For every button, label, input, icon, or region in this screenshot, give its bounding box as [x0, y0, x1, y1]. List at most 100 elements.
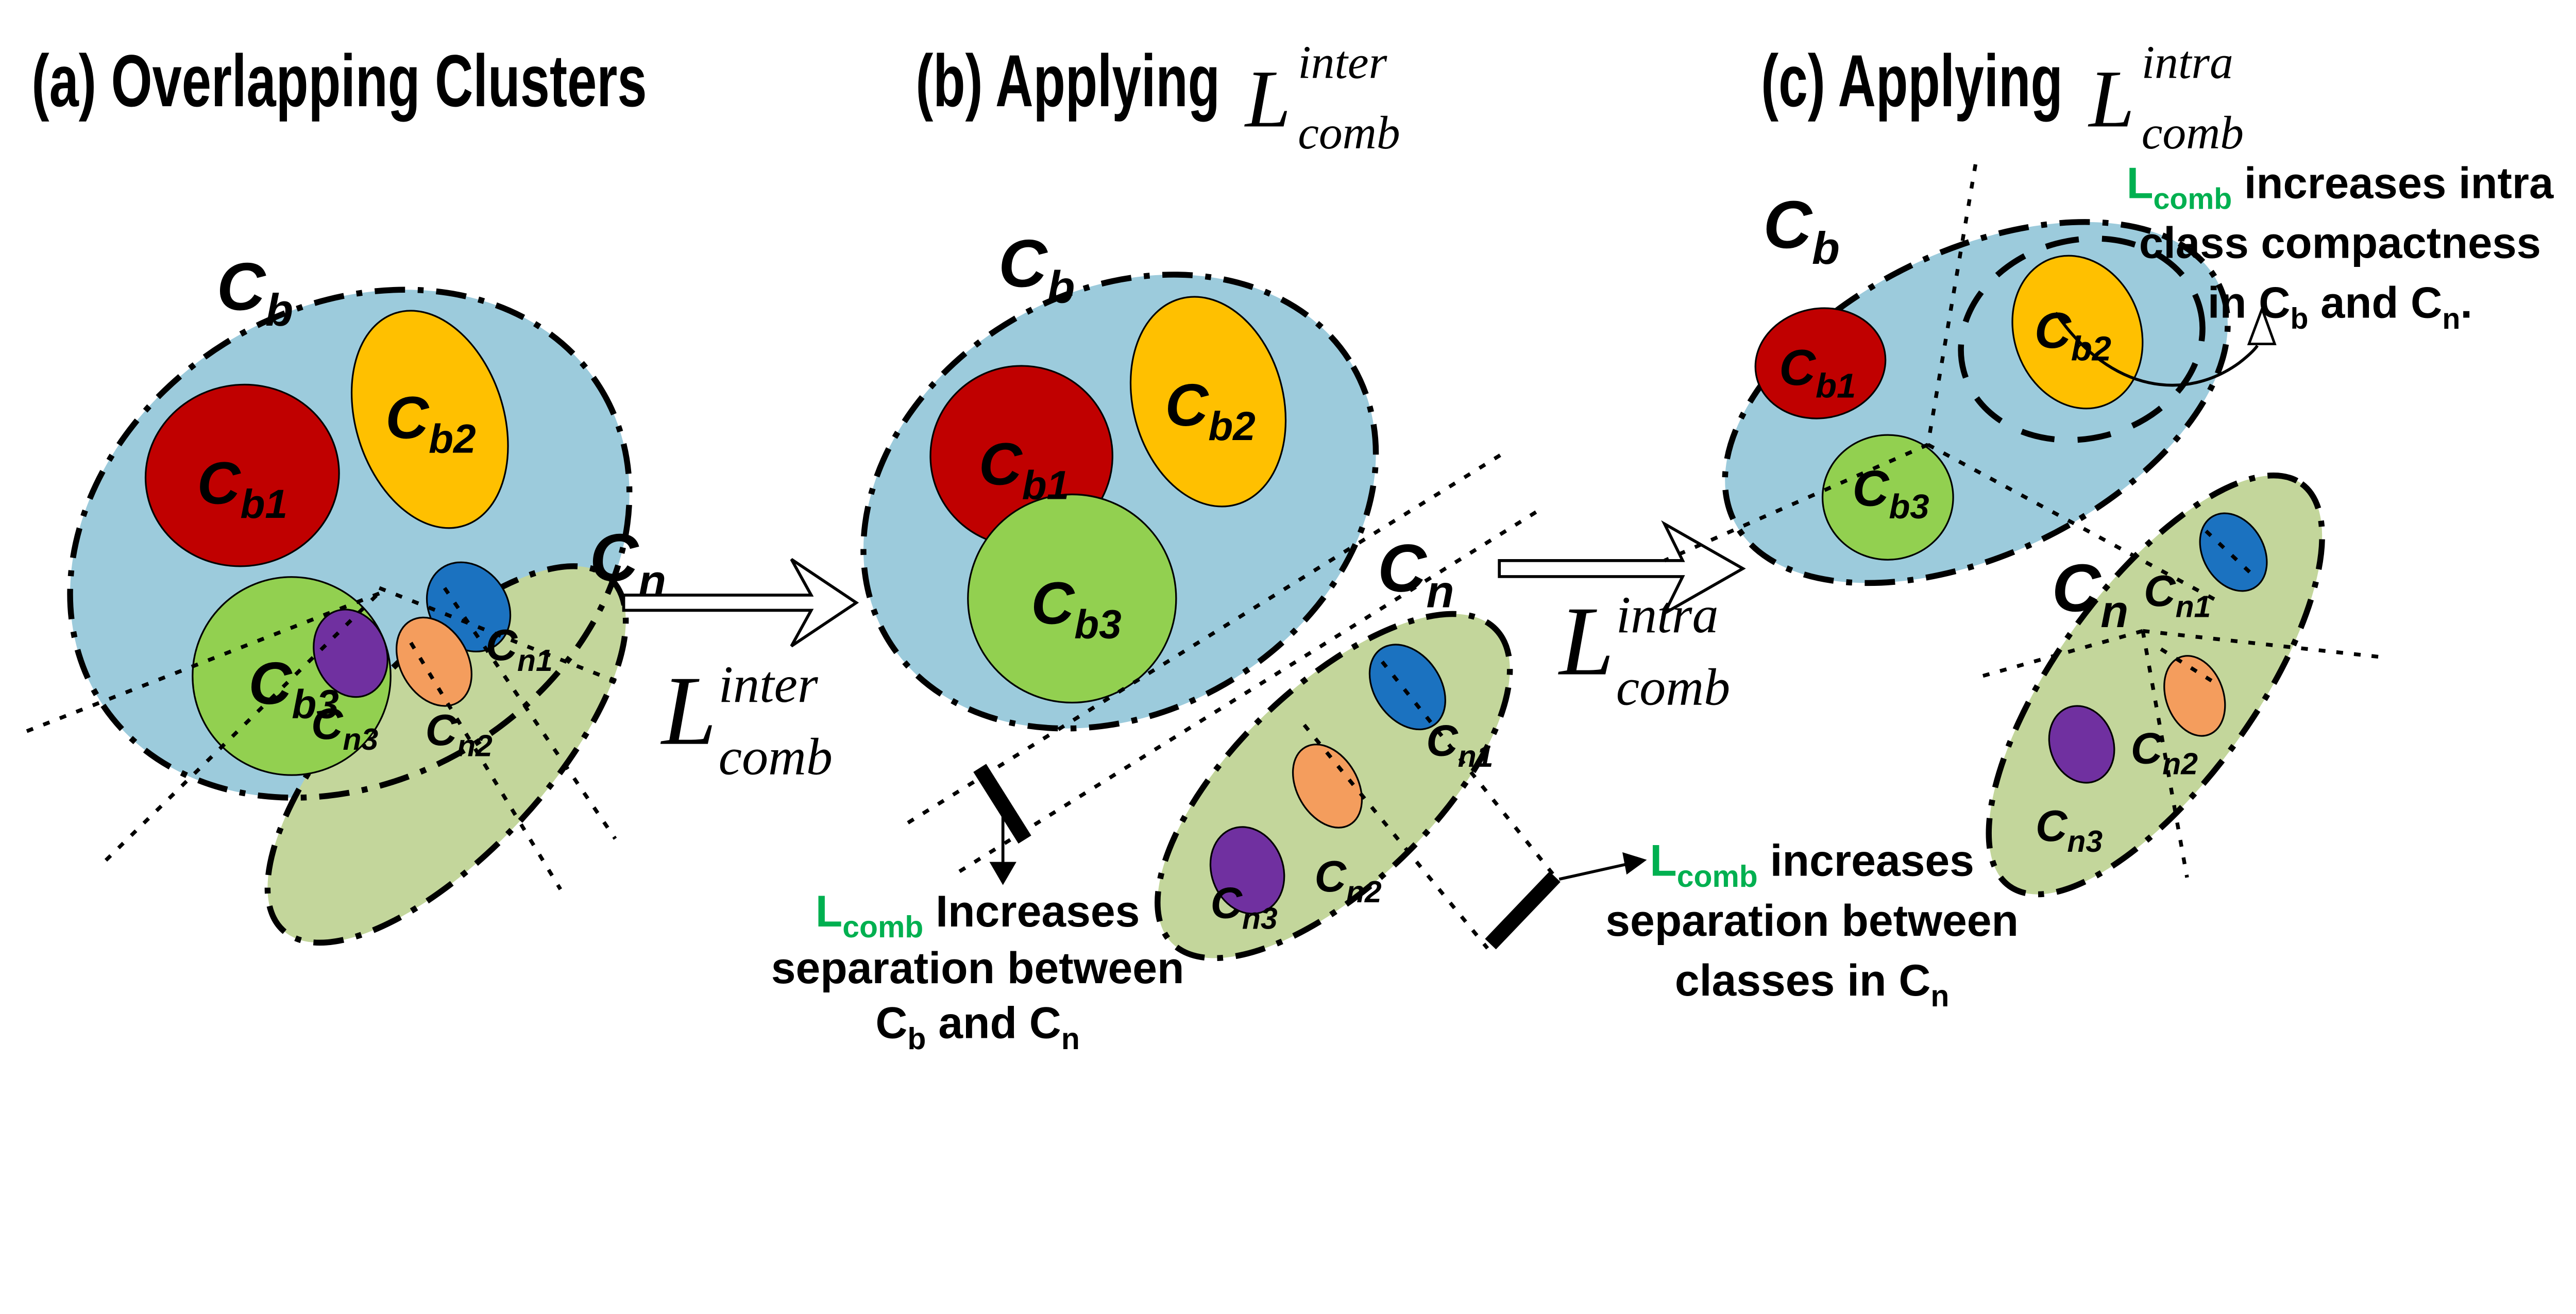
- label-cn2-c: Cn2: [2131, 724, 2198, 781]
- class-cb2-a: [350, 310, 509, 529]
- panel-b: Cb Cb1 Cb2 Cb3 Cn Cn1 Cn2 Cn3: [860, 226, 1647, 962]
- figure-page: Cb Cb1 Cb2 Cb3 Cn Cn1 Cn2 Cn3 L inter co…: [18, 36, 2554, 1056]
- cluster-cn-a-fill: [267, 566, 626, 943]
- label-cb-c: Cb: [1763, 187, 1839, 274]
- title-c: (c) Applying L intra comb: [1761, 36, 2244, 159]
- label-cb3-c: Cb3: [1852, 460, 1929, 527]
- compactness-callout-arrowhead: [2247, 305, 2277, 345]
- label-cb3-a: Cb3: [248, 650, 339, 727]
- label-cb2-c: Cb2: [2035, 302, 2111, 368]
- title-c-prefix: (c) Applying: [1761, 40, 2063, 122]
- boundary-line: [378, 586, 620, 685]
- label-cn-a: Cn: [589, 520, 666, 607]
- class-cn3-b: [1209, 826, 1285, 915]
- partition-line-cb: [1664, 443, 1929, 563]
- label-cn2-b: Cn2: [1314, 852, 1381, 909]
- boundary-line: [97, 594, 378, 869]
- annotation-left: Lcomb Increases separation between Cb an…: [771, 887, 1184, 1056]
- title-a: (a) Overlapping Clusters: [31, 40, 647, 122]
- title-c-math-sup: intra: [2142, 36, 2233, 88]
- annotation-top-line2: class compactness: [2139, 219, 2541, 268]
- label-cn1-c: Cn1: [2144, 567, 2211, 624]
- loss-label-ab: L inter comb: [660, 655, 833, 786]
- boundary-line: [18, 592, 380, 736]
- class-cb3-b: [967, 493, 1177, 704]
- class-cn2-c: [2163, 655, 2226, 737]
- boundary-line: [409, 642, 562, 890]
- title-b-prefix: (b) Applying: [916, 40, 1220, 122]
- cluster-cn-a-border: [264, 563, 629, 946]
- label-cb3-b: Cb3: [1031, 570, 1122, 647]
- annotation-right-line1: Lcomb increases: [1650, 836, 1974, 894]
- partition-line-cn: [2141, 630, 2189, 878]
- label-cb2-a: Cb2: [385, 384, 476, 462]
- partition-line-cn: [1976, 629, 2144, 680]
- transform-arrow-ab: [622, 558, 859, 648]
- title-c-math-sub: comb: [2142, 106, 2244, 159]
- label-cn-c: Cn: [2052, 550, 2128, 637]
- pointer-arrow-right-head: [1622, 852, 1647, 875]
- annotation-right-line3: classes in Cn: [1675, 956, 1949, 1013]
- loss-ab-base: L: [660, 656, 717, 766]
- label-cb1-c: Cb1: [1779, 339, 1856, 406]
- compactness-ring-cb2: [1958, 235, 2206, 443]
- annotation-left-line3: Cb and Cn: [875, 999, 1079, 1056]
- annotation-right: Lcomb increases separation between class…: [1605, 836, 2019, 1014]
- loss-bc-sub: comb: [1616, 659, 1730, 717]
- partition-line-cn: [2142, 629, 2385, 660]
- class-cb1-a: [144, 383, 340, 567]
- cluster-cn-b-border: [1155, 611, 1513, 962]
- class-cn1-b: [1368, 644, 1446, 731]
- label-cn3-c: Cn3: [2036, 802, 2103, 858]
- label-cb1-a: Cb1: [197, 449, 288, 527]
- annotation-top: Lcomb increases intra class compactness …: [2127, 159, 2554, 335]
- pointer-arrow-right: [1558, 852, 1647, 881]
- annotation-right-line2: separation between: [1605, 896, 2019, 946]
- class-cb2-b: [1129, 296, 1287, 508]
- class-boundary-tick: [2205, 529, 2256, 578]
- pointer-arrow-down: [989, 803, 1016, 885]
- class-boundary-line: [1302, 723, 1489, 950]
- partition-line-cb: [1927, 443, 2222, 604]
- class-cn2-a: [395, 616, 472, 707]
- class-cn3-a: [313, 609, 388, 698]
- margin-line: [953, 510, 1537, 877]
- loss-bc-base: L: [1557, 586, 1614, 696]
- label-cn1-b: Cn1: [1426, 717, 1493, 773]
- title-b-math-sub: comb: [1298, 106, 1400, 159]
- pointer-arrow-down-head: [989, 862, 1016, 885]
- annotation-top-line1: Lcomb increases intra: [2127, 159, 2554, 215]
- title-b-math-base: L: [1244, 54, 1291, 144]
- label-cb-b: Cb: [998, 226, 1075, 312]
- cluster-diagram: Cb Cb1 Cb2 Cb3 Cn Cn1 Cn2 Cn3 L inter co…: [18, 36, 2554, 1056]
- class-cn3-c: [2048, 705, 2115, 784]
- label-cn3-a: Cn3: [311, 700, 378, 756]
- loss-bc-sup: intra: [1616, 586, 1719, 644]
- title-c-math-base: L: [2088, 54, 2134, 144]
- label-cb1-b: Cb1: [979, 431, 1070, 508]
- class-cn1-c: [2199, 512, 2268, 592]
- annotation-left-line2: separation between: [771, 944, 1184, 993]
- class-cn2-b: [1292, 744, 1363, 829]
- loss-ab-sup: inter: [719, 655, 819, 714]
- title-b-math-sup: inter: [1298, 36, 1387, 88]
- title-b: (b) Applying L inter comb: [916, 36, 1400, 159]
- class-cb3-c: [1821, 434, 1954, 561]
- annotation-top-line3: in Cb and Cn.: [2208, 279, 2472, 335]
- label-cb-a: Cb: [217, 249, 293, 335]
- label-cb2-b: Cb2: [1165, 372, 1256, 449]
- label-cn2-a: Cn2: [426, 706, 493, 763]
- separation-bar-right: [1485, 871, 1561, 950]
- panel-a: Cb Cb1 Cb2 Cb3 Cn Cn1 Cn2 Cn3: [18, 249, 666, 946]
- label-cn1-a: Cn1: [486, 621, 553, 678]
- pointer-arrow-right-shaft: [1558, 862, 1628, 881]
- cluster-cb-a-border: [67, 287, 633, 801]
- partition-line-cb: [1926, 164, 1978, 445]
- loss-ab-sub: comb: [719, 728, 833, 786]
- label-cn3-b: Cn3: [1210, 879, 1277, 935]
- label-cn-b: Cn: [1378, 531, 1454, 617]
- compactness-callout-curve: [2054, 312, 2259, 387]
- panel-c: Cb Cb1 Cb2 Cb3 Cn Cn1 Cn2 Cn3: [1664, 164, 2385, 898]
- boundary-line: [443, 586, 617, 840]
- annotation-left-line1: Lcomb Increases: [816, 887, 1140, 944]
